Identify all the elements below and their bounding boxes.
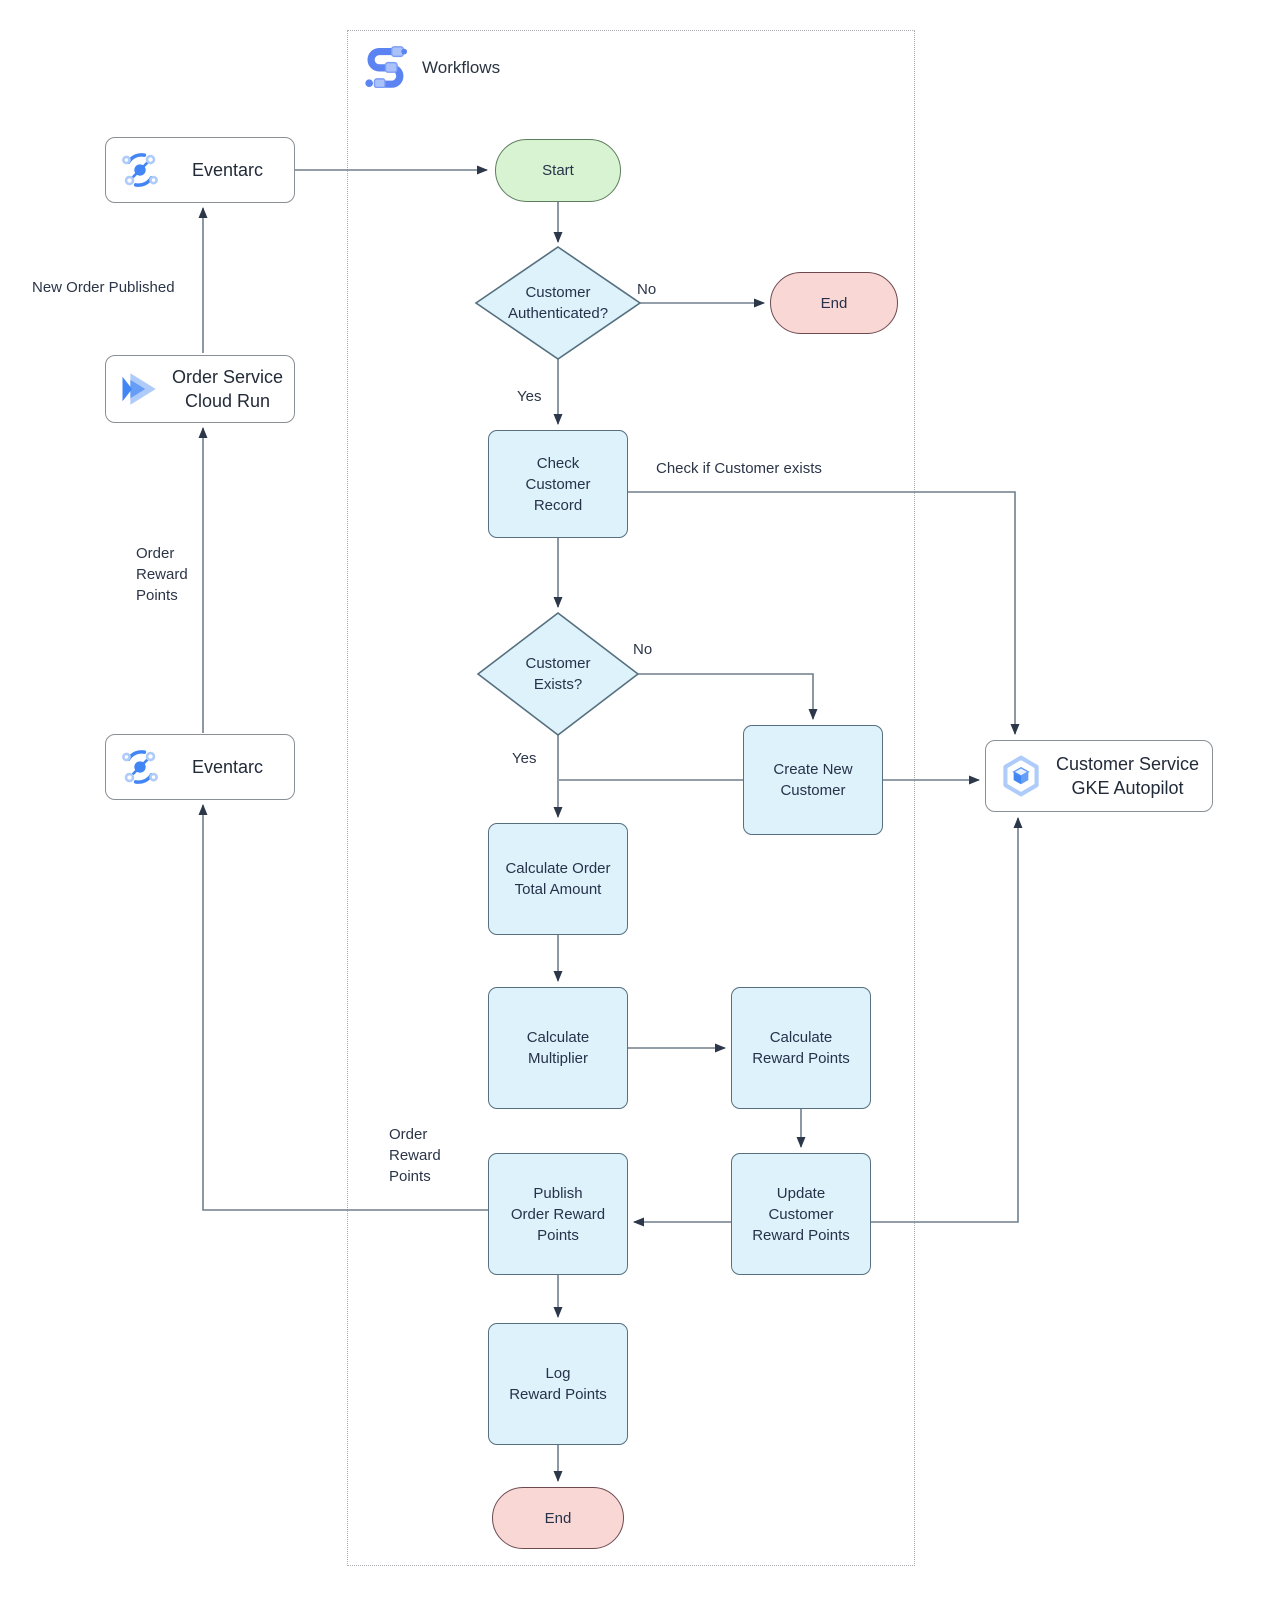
update-customer-reward-points-node: Update Customer Reward Points [731,1153,871,1275]
label-exists-yes: Yes [512,750,537,767]
service-eventarc-top: Eventarc [105,137,295,203]
create-new-customer-node: Create New Customer [743,725,883,835]
publish-order-reward-points-node: Publish Order Reward Points [488,1153,628,1275]
exists-decision-label: Customer Exists? [525,655,591,693]
end-node-top: End [770,272,898,334]
label-auth-yes: Yes [517,388,542,405]
auth-decision-label: Customer Authenticated? [507,284,609,322]
workflows-title: Workflows [422,57,501,77]
workflows-container [347,30,915,1566]
service-eventarc-bottom: Eventarc [105,734,295,800]
workflows-icon [362,42,408,93]
label-new-order-published: New Order Published [32,279,175,296]
edge-publish-to-eventarc2 [198,804,488,1211]
label-order-reward-points-up: Order Reward Points [136,545,188,604]
label-check-if-customer-exists: Check if Customer exists [656,460,822,477]
label-order-reward-points-out: Order Reward Points [389,1126,441,1185]
edge-check-to-gke [628,491,1020,735]
service-order-service-cloud-run: Order Service Cloud Run [105,355,295,423]
label-auth-no: No [637,281,657,298]
cloud-run-icon [119,368,161,410]
auth-decision-shape [474,246,642,360]
check-customer-record-node: Check Customer Record [488,430,628,538]
end-node-bottom: End [492,1487,624,1549]
eventarc-icon [119,149,161,191]
gke-autopilot-icon [999,754,1043,798]
eventarc-icon [119,746,161,788]
exists-decision-shape [476,611,640,737]
edge-exists-no-to-create [638,673,818,720]
calculate-order-total-node: Calculate Order Total Amount [488,823,628,935]
service-customer-service-gke: Customer Service GKE Autopilot [985,740,1213,812]
start-node: Start [495,139,621,202]
service-label: Eventarc [191,757,264,777]
calculate-multiplier-node: Calculate Multiplier [488,987,628,1109]
workflows-header: Workflows [362,42,500,93]
edge-update-to-gke [871,817,1023,1223]
service-label: Eventarc [191,160,264,180]
log-reward-points-node: Log Reward Points [488,1323,628,1445]
service-label: Customer Service GKE Autopilot [1055,754,1200,798]
calculate-reward-points-node: Calculate Reward Points [731,987,871,1109]
label-exists-no: No [633,641,653,658]
service-label: Order Service Cloud Run [171,367,284,411]
